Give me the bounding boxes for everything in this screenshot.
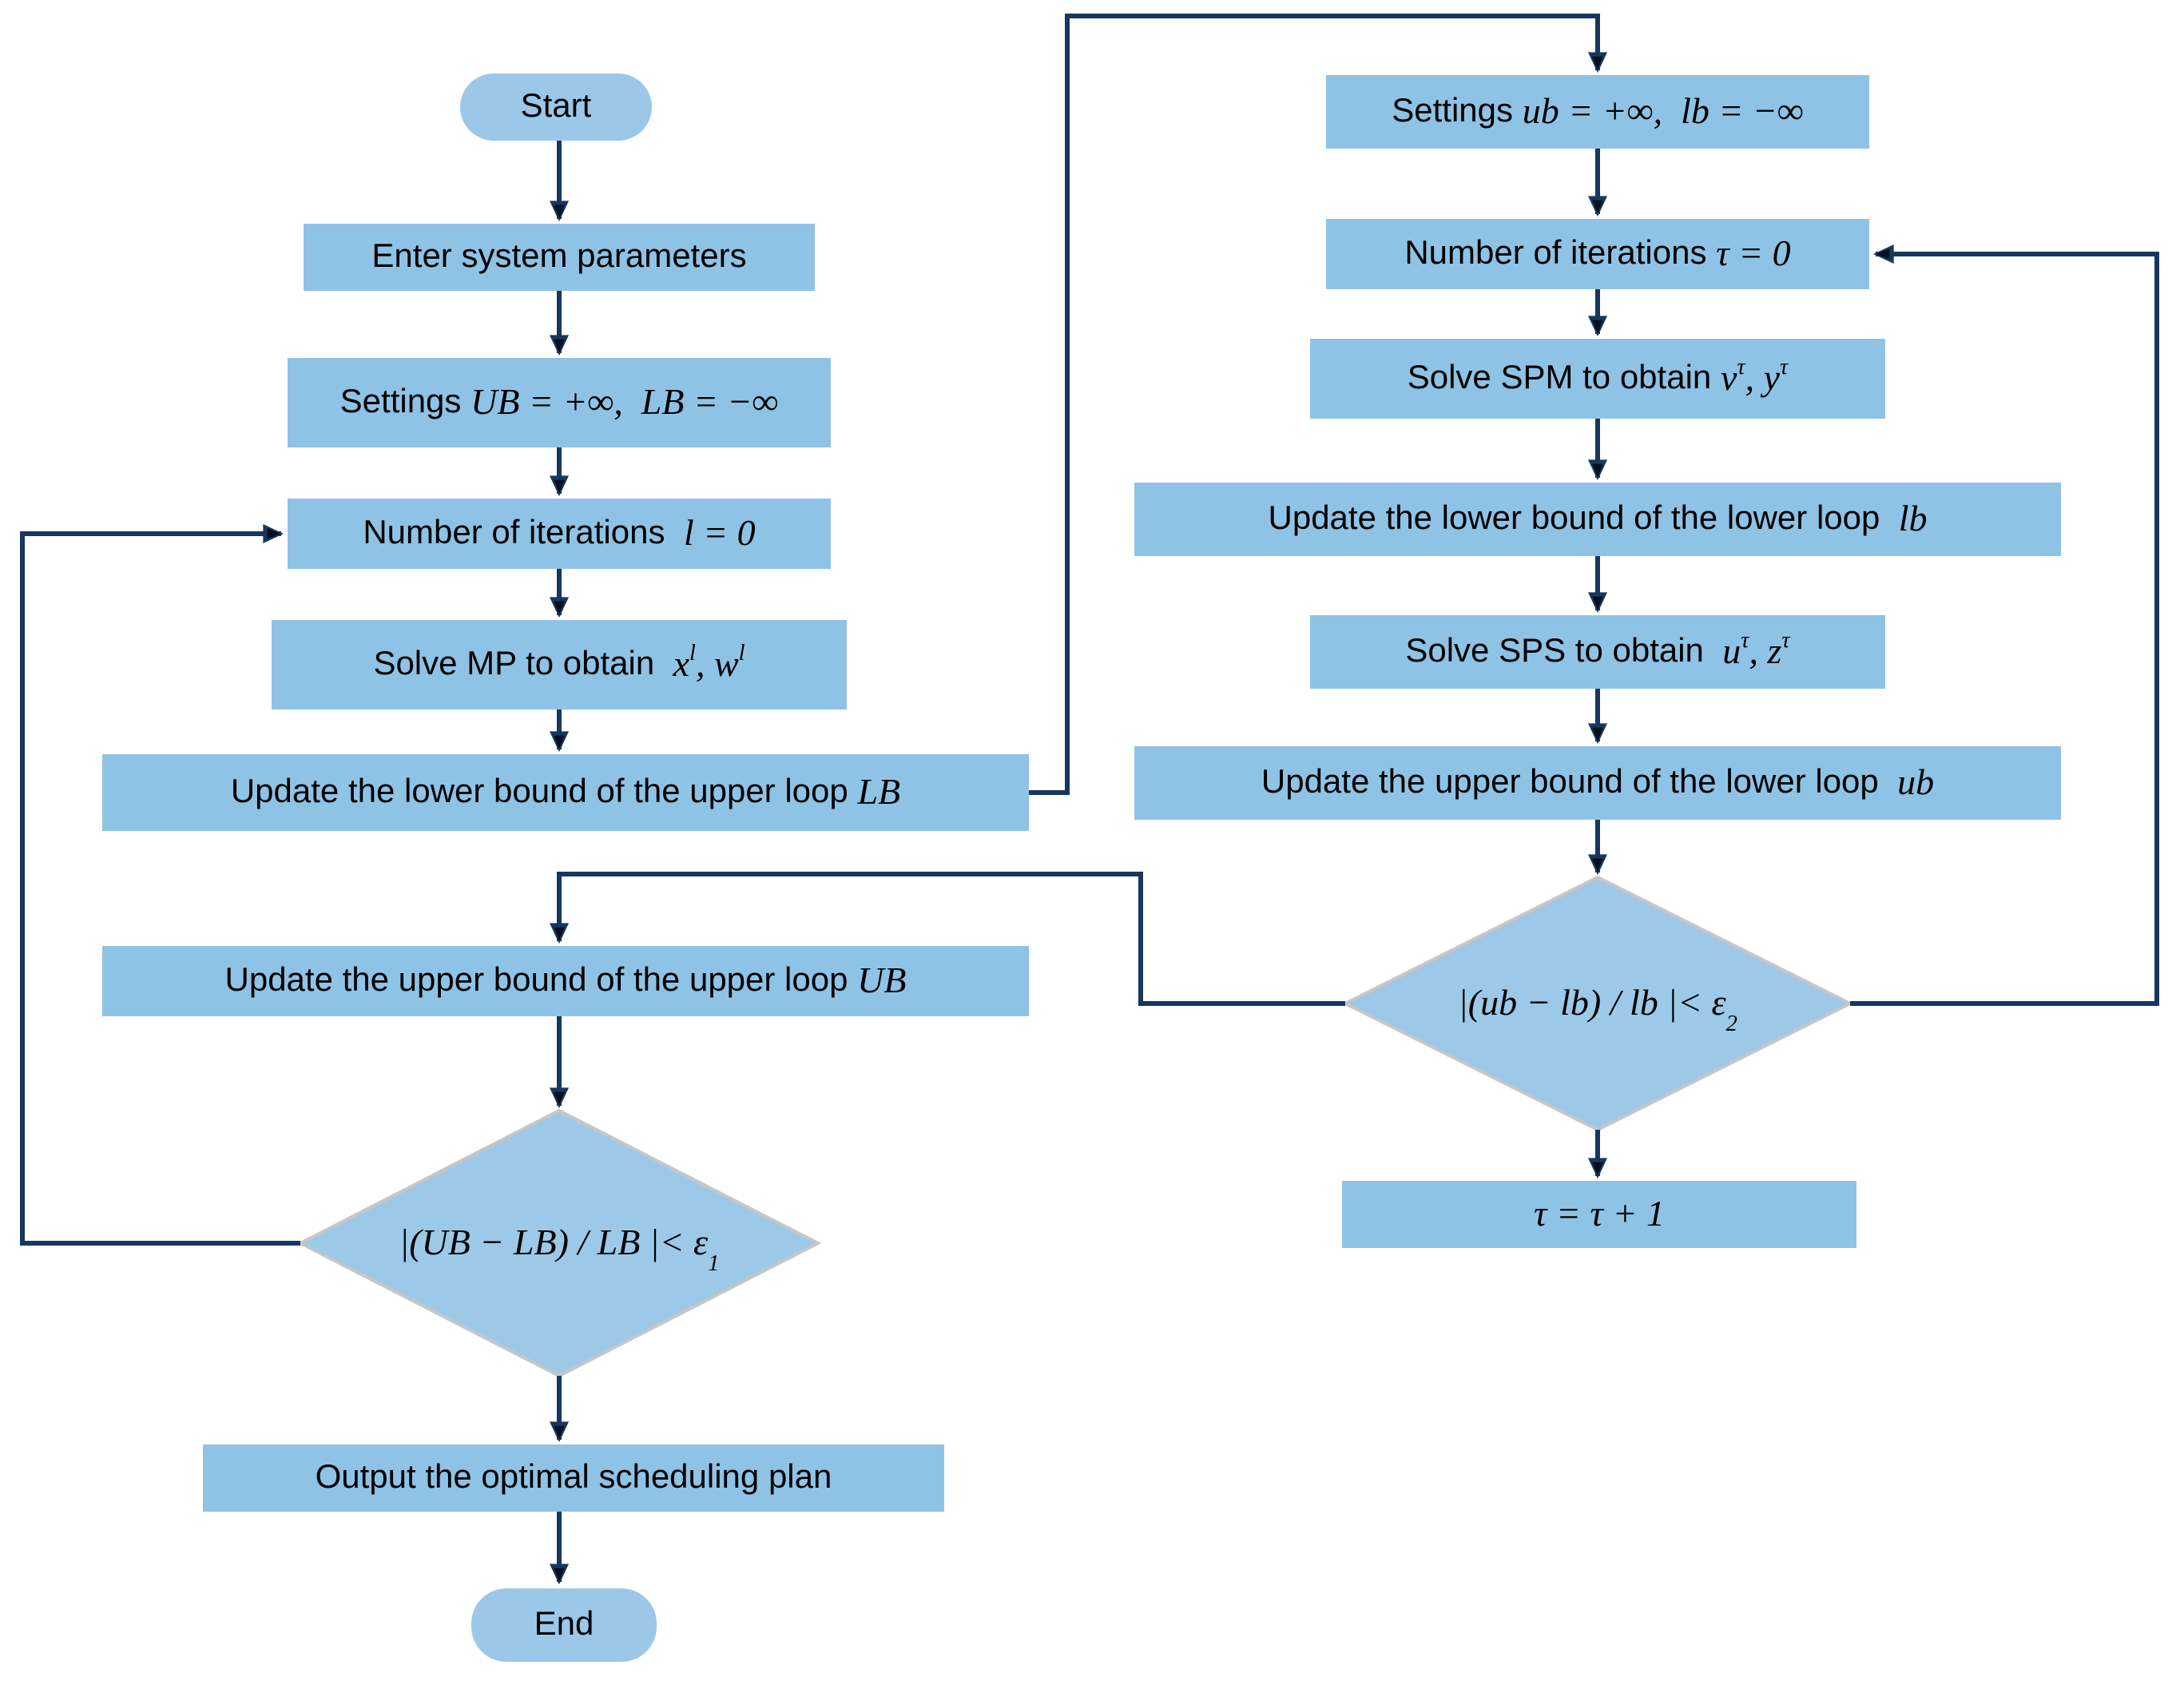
- solve-sps-math: uτ, zτ: [1722, 627, 1790, 672]
- update-ub-upper-prefix: Update the upper bound of the upper loop: [224, 962, 858, 1000]
- node-end: End: [471, 1588, 657, 1662]
- iterations-lower-math: τ = 0: [1716, 233, 1791, 274]
- node-settings-upper: Settings UB = +∞, LB = −∞: [288, 358, 831, 447]
- settings-lower-prefix: Settings: [1392, 93, 1523, 130]
- update-lb-lower-math: lb: [1898, 499, 1928, 539]
- node-decision-lower: |(ub − lb) / lb |< ε2: [1345, 877, 1850, 1130]
- node-solve-sps: Solve SPS to obtain uτ, zτ: [1310, 615, 1885, 689]
- solve-mp-math: xl, wl: [673, 640, 745, 685]
- output-plan-label: Output the optimal scheduling plan: [315, 1459, 832, 1496]
- node-update-lb-lower: Update the lower bound of the lower loop…: [1134, 483, 2061, 556]
- update-ub-lower-prefix: Update the upper bound of the lower loop: [1261, 764, 1898, 801]
- solve-sps-prefix: Solve SPS to obtain: [1405, 633, 1723, 670]
- settings-upper-prefix: Settings: [340, 384, 471, 421]
- tau-increment-math: τ = τ + 1: [1533, 1194, 1665, 1234]
- node-decision-upper: |(UB − LB) / LB |< ε1: [300, 1111, 818, 1376]
- iterations-lower-prefix: Number of iterations: [1404, 235, 1717, 272]
- iterations-upper-prefix: Number of iterations: [363, 515, 684, 552]
- end-label: End: [534, 1606, 594, 1643]
- node-iterations-upper: Number of iterations l = 0: [288, 499, 831, 569]
- node-tau-increment: τ = τ + 1: [1342, 1181, 1856, 1248]
- edge-decisionlower-iterationslower-loop: [1850, 244, 2159, 1006]
- node-enter-params: Enter system parameters: [304, 224, 815, 291]
- settings-upper-math: UB = +∞, LB = −∞: [471, 382, 779, 423]
- edge-decisionlower-updateub-upper: [549, 872, 1345, 1006]
- edge-updatelb-settingslower: [1029, 14, 1608, 795]
- edge-decisionupper-iterations-loop: [20, 523, 300, 1246]
- update-ub-lower-math: ub: [1897, 762, 1935, 803]
- solve-spm-prefix: Solve SPM to obtain: [1407, 360, 1721, 397]
- update-ub-upper-math: UB: [857, 960, 907, 1001]
- node-update-ub-upper: Update the upper bound of the upper loop…: [102, 946, 1029, 1016]
- decision-upper-label: |(UB − LB) / LB |< ε1: [399, 1222, 720, 1276]
- enter-params-label: Enter system parameters: [371, 238, 747, 276]
- update-lb-lower-prefix: Update the lower bound of the lower loop: [1268, 500, 1899, 538]
- start-label: Start: [520, 88, 592, 125]
- node-update-lb-upper: Update the lower bound of the upper loop…: [102, 754, 1029, 831]
- update-lb-upper-math: LB: [857, 772, 901, 813]
- settings-lower-math: ub = +∞, lb = −∞: [1522, 91, 1804, 132]
- update-lb-upper-prefix: Update the lower bound of the upper loop: [230, 773, 858, 811]
- decision-lower-label: |(ub − lb) / lb |< ε2: [1458, 983, 1737, 1036]
- node-solve-mp: Solve MP to obtain xl, wl: [272, 620, 847, 709]
- solve-mp-prefix: Solve MP to obtain: [373, 646, 673, 683]
- node-update-ub-lower: Update the upper bound of the lower loop…: [1134, 746, 2061, 820]
- node-settings-lower: Settings ub = +∞, lb = −∞: [1326, 75, 1869, 149]
- node-iterations-lower: Number of iterations τ = 0: [1326, 219, 1869, 289]
- node-solve-spm: Solve SPM to obtain vτ, yτ: [1310, 339, 1885, 419]
- iterations-upper-math: l = 0: [683, 513, 756, 554]
- solve-spm-math: vτ, yτ: [1720, 354, 1789, 399]
- node-start: Start: [460, 74, 652, 141]
- node-output-plan: Output the optimal scheduling plan: [203, 1445, 944, 1512]
